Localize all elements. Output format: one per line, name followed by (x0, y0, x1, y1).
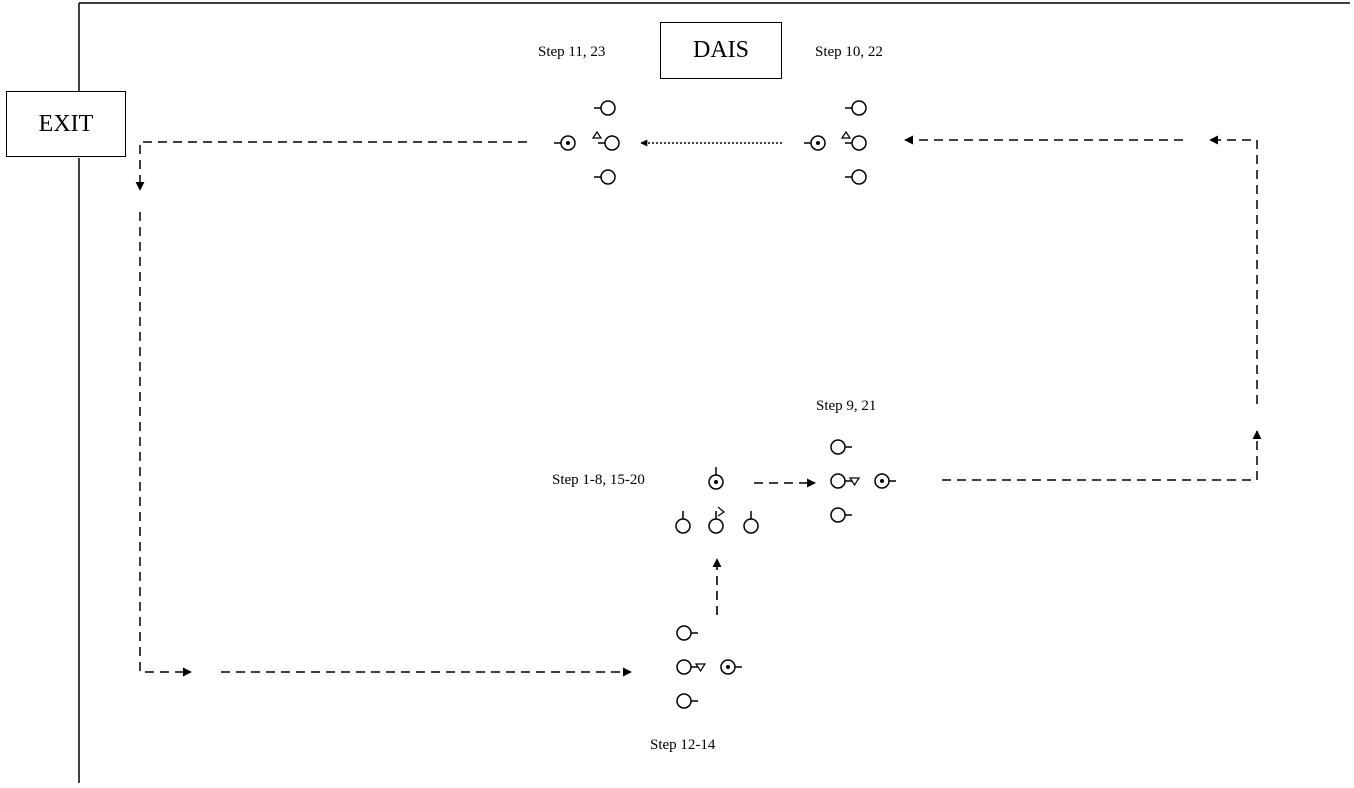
label-step-11-23: Step 11, 23 (538, 44, 606, 60)
figure-group-step12 (676, 625, 743, 709)
exit-box: EXIT (6, 91, 126, 157)
figure-group-step10 (803, 100, 867, 185)
label-step-12-14: Step 12-14 (650, 737, 716, 753)
dais-box: DAIS (660, 22, 782, 79)
path-left-down-across (139, 212, 192, 677)
figure-group-center (675, 466, 759, 534)
path-right-up-top (1209, 135, 1258, 404)
figure-group-step11 (553, 100, 620, 185)
label-step-10-22: Step 10, 22 (815, 44, 883, 60)
label-step-9-21: Step 9, 21 (816, 398, 877, 414)
label-step-1-8-15-20: Step 1-8, 15-20 (552, 472, 645, 488)
path-right-side (942, 430, 1262, 481)
path-top-dashed-left (135, 141, 527, 191)
figure-group-step9 (830, 439, 897, 523)
